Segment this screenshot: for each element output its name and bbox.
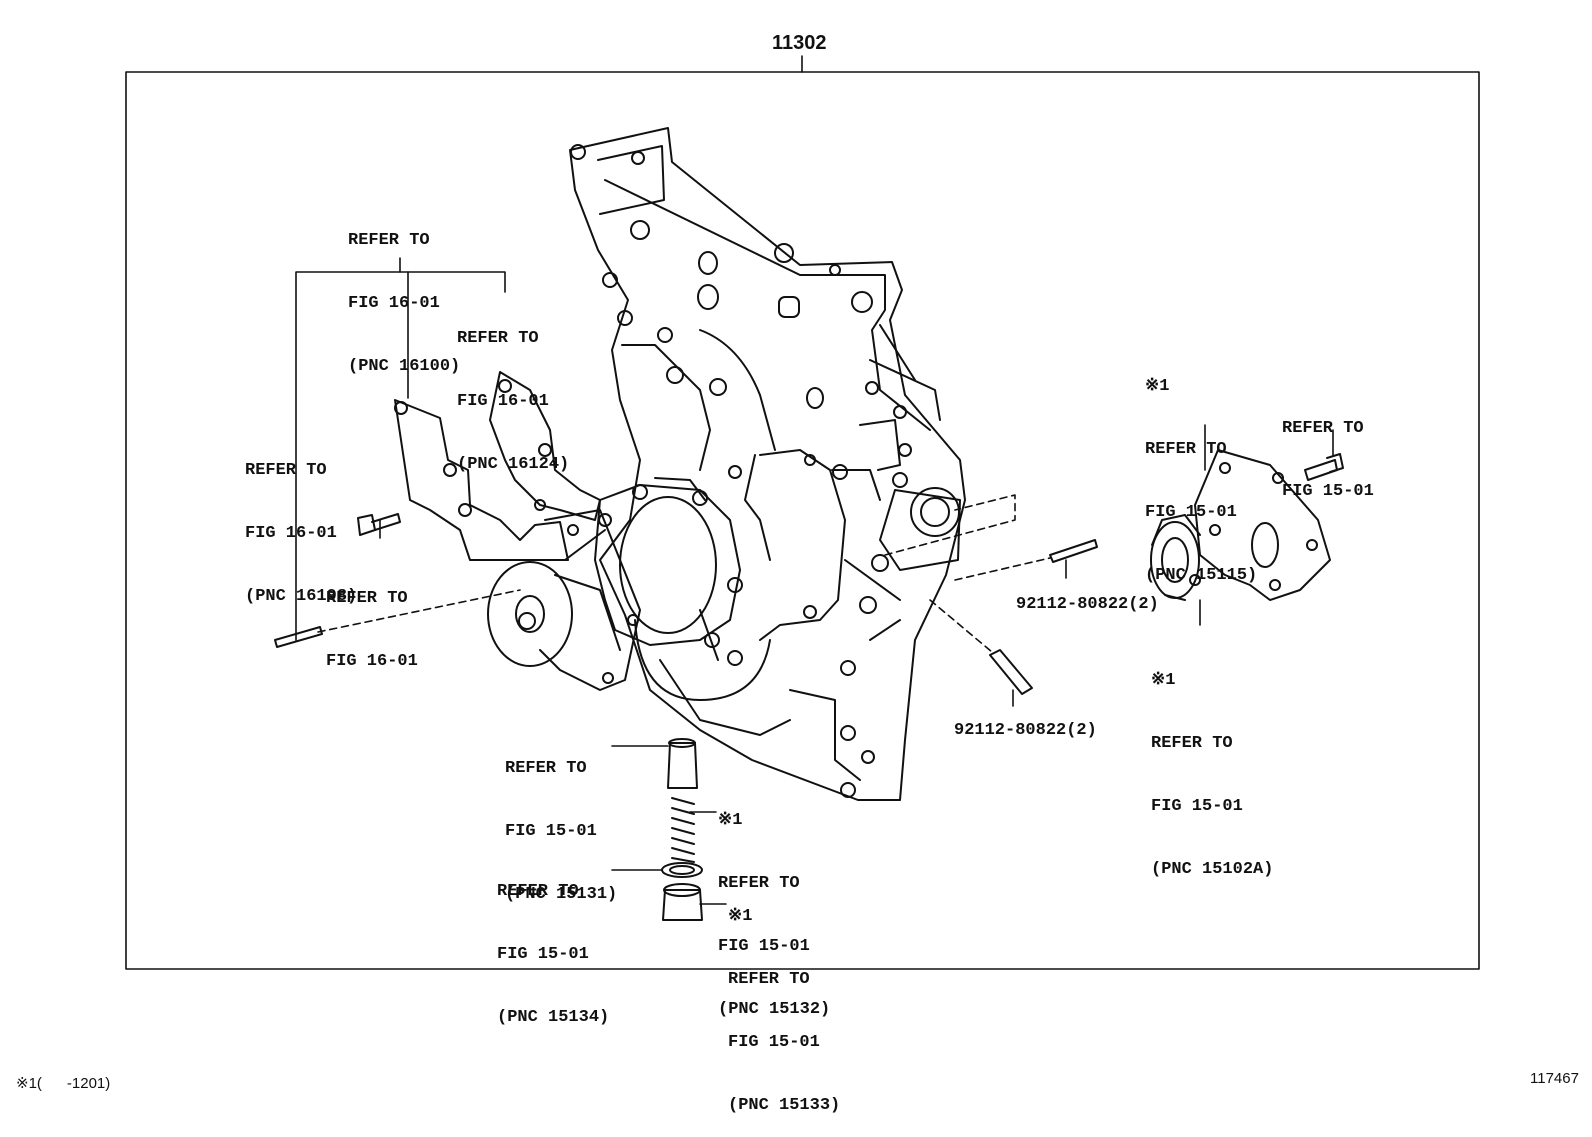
- parts-diagram: [125, 55, 1480, 970]
- callout-line: (PNC 15132): [718, 1000, 831, 1019]
- callout-line: REFER TO: [505, 759, 587, 778]
- water-pump-gasket: [394, 371, 601, 561]
- callout-line: (PNC 15131): [505, 885, 618, 904]
- callout-line: (PNC 15102A): [1151, 860, 1274, 879]
- callout-line: ※1: [718, 811, 743, 830]
- callout-pnc-16198: REFER TO FIG 16-01 (PNC 16198): [245, 418, 357, 628]
- callout-line: REFER TO: [718, 874, 800, 893]
- callout-line: REFER TO: [245, 461, 327, 480]
- callout-pnc-15132: ※1 REFER TO FIG 15-01 (PNC 15132): [718, 768, 830, 1041]
- callout-line: (PNC 15133): [728, 1096, 841, 1115]
- callout-pnc-16124: REFER TO FIG 16-01 (PNC 16124): [457, 286, 569, 496]
- callout-line: ※1: [1151, 671, 1176, 690]
- callout-line: REFER TO: [497, 882, 579, 901]
- callout-line: FIG 15-01: [718, 937, 810, 956]
- callout-line: REFER TO: [1282, 419, 1364, 438]
- callout-line: (PNC 15134): [497, 1008, 610, 1027]
- footnote: ※1( -1201): [16, 1075, 111, 1092]
- leader-lines: [295, 257, 1334, 905]
- callout-line: FIG 15-01: [728, 1033, 820, 1052]
- relief-valve-stack: [661, 738, 703, 921]
- callout-line: (PNC 15115): [1145, 566, 1258, 585]
- callout-line: ※1: [1145, 377, 1170, 396]
- illustration-id: 117467: [1530, 1070, 1579, 1087]
- part-label-stud-upper: 92112-80822(2): [1016, 595, 1159, 614]
- callout-line: ※1: [728, 907, 753, 926]
- callout-pnc-15131: REFER TO FIG 15-01 (PNC 15131): [505, 716, 617, 926]
- callout-line: REFER TO: [1145, 440, 1227, 459]
- water-pump: [487, 484, 743, 691]
- callout-line: FIG 16-01: [457, 392, 549, 411]
- callout-line: REFER TO: [728, 970, 810, 989]
- callout-pnc-15133: ※1 REFER TO FIG 15-01 (PNC 15133): [728, 864, 840, 1137]
- callout-bolt-16: REFER TO FIG 16-01: [326, 546, 418, 693]
- stud-upper: [1049, 539, 1098, 563]
- callout-line: REFER TO: [326, 589, 408, 608]
- callout-line: FIG 15-01: [497, 945, 589, 964]
- assembly-number: 11302: [772, 32, 827, 54]
- stud-lower: [989, 649, 1033, 695]
- stud-bolt-left: [274, 626, 323, 648]
- callout-line: FIG 16-01: [326, 652, 418, 671]
- callout-bolt-15: REFER TO FIG 15-01: [1282, 376, 1374, 523]
- callout-line: (PNC 16124): [457, 455, 570, 474]
- callout-line: FIG 15-01: [505, 822, 597, 841]
- callout-line: (PNC 16100): [348, 357, 461, 376]
- callout-line: (PNC 16198): [245, 587, 358, 606]
- callout-line: REFER TO: [457, 329, 539, 348]
- callout-line: FIG 16-01: [348, 294, 440, 313]
- callout-line: FIG 16-01: [245, 524, 337, 543]
- callout-pnc-15134: REFER TO FIG 15-01 (PNC 15134): [497, 839, 609, 1049]
- callout-pnc-16100: REFER TO FIG 16-01 (PNC 16100): [348, 188, 460, 398]
- timing-cover: [569, 127, 966, 801]
- callout-line: REFER TO: [348, 231, 430, 250]
- callout-pnc-15115: ※1 REFER TO FIG 15-01 (PNC 15115): [1145, 334, 1257, 607]
- bolt-16: [357, 513, 401, 536]
- alignment-lines: [317, 494, 1051, 653]
- callout-line: FIG 15-01: [1282, 482, 1374, 501]
- callout-pnc-15102a: ※1 REFER TO FIG 15-01 (PNC 15102A): [1151, 628, 1273, 901]
- part-label-stud-lower: 92112-80822(2): [954, 721, 1097, 740]
- callout-line: REFER TO: [1151, 734, 1233, 753]
- callout-line: FIG 15-01: [1151, 797, 1243, 816]
- callout-line: FIG 15-01: [1145, 503, 1237, 522]
- oil-pump-cover: [1150, 449, 1331, 601]
